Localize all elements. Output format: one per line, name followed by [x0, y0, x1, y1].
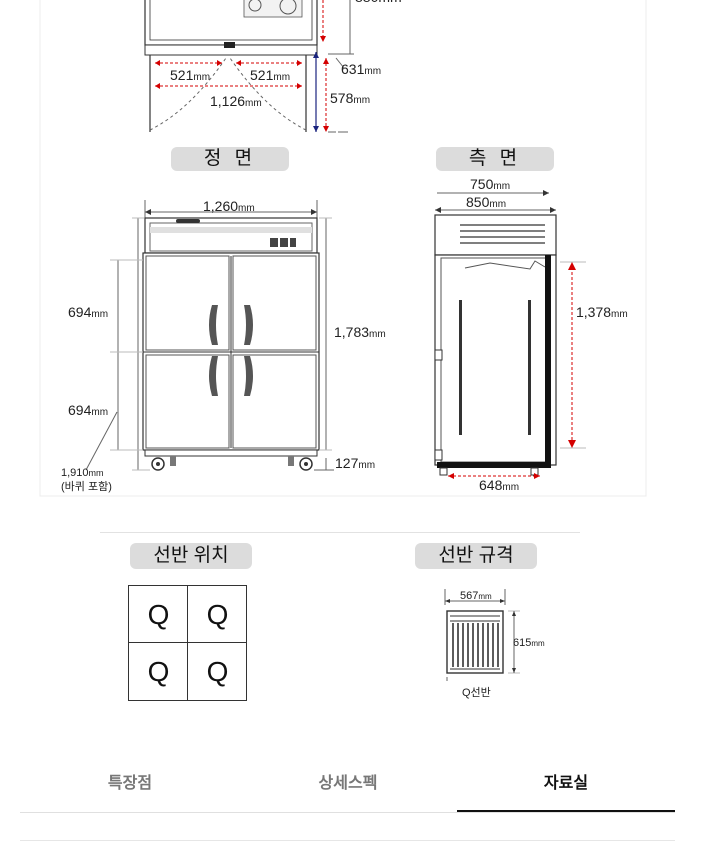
- dim-lower-door: 694: [68, 402, 92, 418]
- tab-bar-divider: [20, 812, 675, 813]
- unit: mm: [364, 66, 381, 77]
- svg-text:694mm: 694mm: [68, 402, 108, 418]
- shelf-name-label: Q선반: [462, 687, 491, 699]
- svg-text:1,378mm: 1,378mm: [576, 304, 628, 320]
- svg-text:1,126mm: 1,126mm: [210, 93, 262, 109]
- svg-text:850mm: 850mm: [466, 194, 506, 210]
- svg-text:648mm: 648mm: [479, 477, 519, 493]
- shelf-cell: Q: [147, 655, 170, 687]
- dim-depth-body: 578: [330, 90, 354, 106]
- svg-text:750mm: 750mm: [470, 176, 510, 192]
- svg-text:1,783mm: 1,783mm: [334, 324, 386, 340]
- dim-door-left: 521: [170, 67, 194, 83]
- svg-text:578mm: 578mm: [330, 90, 370, 106]
- unit: mm: [273, 72, 290, 83]
- bottom-divider: [20, 840, 675, 841]
- dim-upper-door: 694: [68, 304, 92, 320]
- unit: mm: [238, 203, 255, 214]
- tab-detail-spec[interactable]: 상세스펙: [318, 775, 378, 792]
- side-view-label: 측 면: [436, 147, 554, 171]
- dim-total-height-note: (바퀴 포함): [61, 480, 112, 493]
- shelf-width-label: 567mm: [460, 590, 492, 602]
- unit: mm: [245, 98, 262, 109]
- front-view: [85, 200, 334, 471]
- shelf-position-grid: Q Q Q Q: [128, 585, 247, 701]
- dim-depth-open: 631: [341, 61, 365, 77]
- dim-side-bottom: 648: [479, 477, 503, 493]
- dim-side-inner-height: 1,378: [576, 304, 611, 320]
- tab-bar: 특장점 상세스펙 자료실: [20, 762, 675, 812]
- svg-text:521mm: 521mm: [170, 67, 210, 83]
- dim-side-depth-inner: 750: [470, 176, 494, 192]
- svg-text:(바퀴 포함): (바퀴 포함): [61, 480, 112, 493]
- svg-text:1,910mm: 1,910mm: [61, 467, 104, 479]
- shelf-cell: Q: [147, 598, 170, 630]
- unit: mm: [353, 95, 370, 106]
- shelf-cell: Q: [206, 655, 229, 687]
- svg-text:127mm: 127mm: [335, 455, 375, 471]
- dim-side-depth-outer: 850: [466, 194, 490, 210]
- section-divider: [100, 532, 580, 533]
- shelf-cell: Q: [206, 598, 229, 630]
- shelf-spec-drawing: [444, 589, 520, 681]
- dim-door-right: 521: [250, 67, 274, 83]
- svg-text:521mm: 521mm: [250, 67, 290, 83]
- dim-top-cut: 880mm: [355, 0, 402, 5]
- dim-total-height: 1,910: [61, 467, 89, 479]
- svg-text:880mm: 880mm: [355, 0, 402, 5]
- dim-front-height: 1,783: [334, 324, 369, 340]
- unit: mm: [369, 329, 386, 340]
- svg-text:631mm: 631mm: [341, 61, 381, 77]
- unit: mm: [91, 309, 108, 320]
- tab-resources[interactable]: 자료실: [457, 762, 675, 812]
- unit: mm: [489, 199, 506, 210]
- dim-door-swing: 1,126: [210, 93, 245, 109]
- unit: mm: [91, 407, 108, 418]
- unit: mm: [193, 72, 210, 83]
- unit: mm: [502, 482, 519, 493]
- front-view-label: 정 면: [171, 147, 289, 171]
- svg-text:1,260mm: 1,260mm: [203, 198, 255, 214]
- side-view: [434, 190, 586, 479]
- tab-features[interactable]: 특장점: [107, 775, 153, 792]
- unit: mm: [493, 181, 510, 192]
- shelf-position-label: 선반 위치: [130, 543, 252, 569]
- shelf-depth-label: 615mm: [513, 637, 545, 649]
- svg-text:694mm: 694mm: [68, 304, 108, 320]
- dim-caster-height: 127: [335, 455, 359, 471]
- unit: mm: [89, 468, 104, 478]
- shelf-spec-label: 선반 규격: [415, 543, 537, 569]
- unit: mm: [358, 460, 375, 471]
- dim-front-width: 1,260: [203, 198, 238, 214]
- top-view: [144, 0, 354, 133]
- refrigerator-diagram: 880mm 521mm 521mm 1,126mm 631mm 578mm: [39, 0, 647, 497]
- unit: mm: [611, 309, 628, 320]
